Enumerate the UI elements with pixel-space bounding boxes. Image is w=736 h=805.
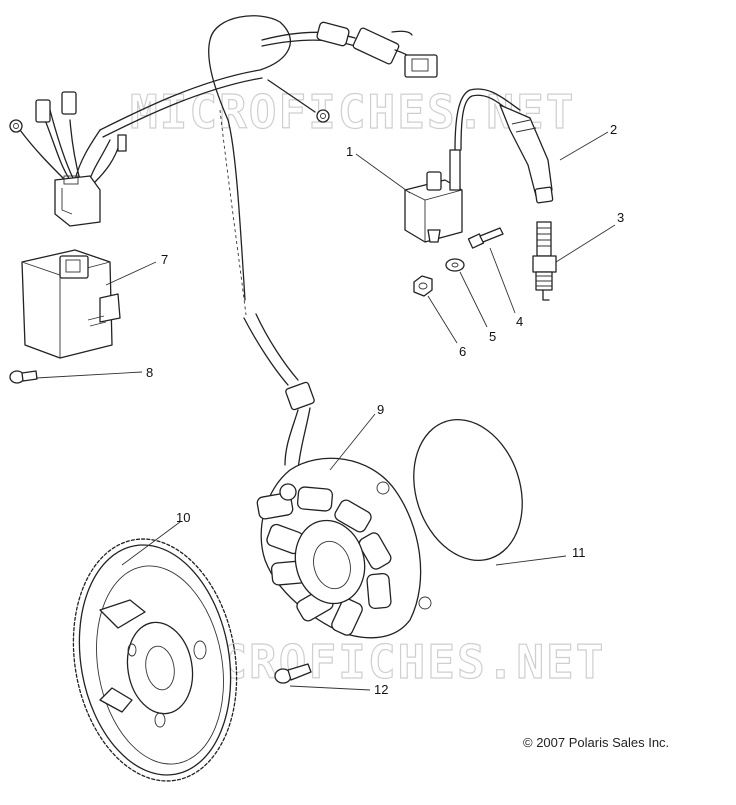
part-12-bolt — [274, 663, 312, 684]
leader-lines — [35, 131, 616, 691]
part-1-ignition-coil — [404, 88, 521, 243]
callout-3: 3 — [617, 210, 624, 225]
callout-7: 7 — [161, 252, 168, 267]
callout-10: 10 — [176, 510, 190, 525]
callout-6: 6 — [459, 344, 466, 359]
part-7-cdi-box — [21, 249, 121, 359]
part-11-gasket — [413, 419, 523, 561]
callout-12: 12 — [374, 682, 388, 697]
part-10-flywheel — [72, 538, 238, 782]
part-6-nut — [413, 275, 433, 297]
callout-2: 2 — [610, 122, 617, 137]
part-8-screw — [9, 370, 38, 384]
wiring-harness — [9, 15, 438, 316]
callout-5: 5 — [489, 329, 496, 344]
part-9-stator — [243, 313, 432, 639]
part-3-spark-plug — [532, 221, 557, 301]
watermark-bottom: MICROFICHES.NET — [160, 635, 605, 689]
callout-9: 9 — [377, 402, 384, 417]
part-2-plug-cap — [499, 104, 554, 204]
part-4-bolt — [467, 227, 504, 249]
callout-1: 1 — [346, 144, 353, 159]
part-5-washer — [445, 258, 465, 272]
copyright-notice: © 2007 Polaris Sales Inc. — [523, 735, 670, 750]
callout-11: 11 — [572, 545, 586, 560]
callout-8: 8 — [146, 365, 153, 380]
callout-4: 4 — [516, 314, 523, 329]
